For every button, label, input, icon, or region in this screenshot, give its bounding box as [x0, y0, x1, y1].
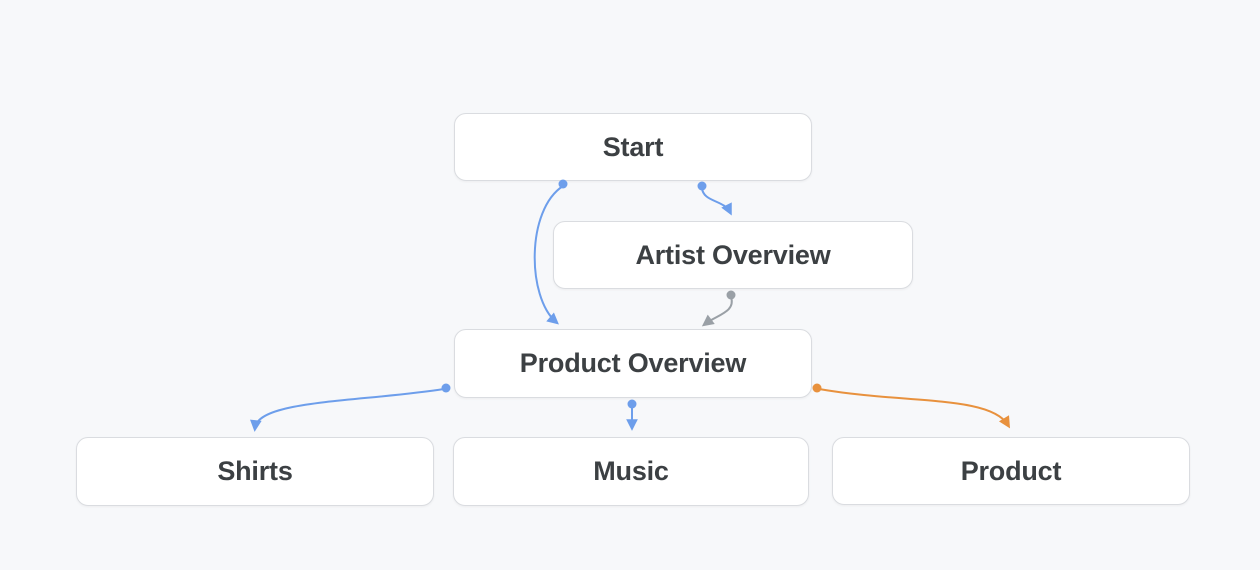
edge-source-handle-product-overview[interactable]: [627, 399, 637, 409]
node-shirts[interactable]: Shirts: [76, 437, 434, 506]
edge-source-handle-artist-overview[interactable]: [726, 290, 736, 300]
edge-start-to-product-overview[interactable]: [533, 185, 564, 325]
node-start[interactable]: Start: [454, 113, 812, 181]
edge-product-overview-to-product[interactable]: [818, 388, 1011, 429]
edge-product-overview-to-shirts[interactable]: [250, 388, 445, 432]
node-product-overview[interactable]: Product Overview: [454, 329, 812, 398]
edge-source-handle-start[interactable]: [558, 179, 568, 189]
edge-start-to-artist-overview[interactable]: [701, 187, 732, 216]
node-label: Shirts: [217, 456, 293, 486]
node-label: Start: [602, 131, 664, 162]
edge-artist-overview-to-product-overview[interactable]: [701, 296, 733, 327]
node-label: Product Overview: [519, 348, 747, 378]
node-music[interactable]: Music: [453, 437, 809, 506]
node-product[interactable]: Product: [832, 437, 1190, 505]
edge-source-handle-start[interactable]: [697, 181, 707, 191]
node-label: Product: [960, 455, 1062, 486]
node-label: Music: [593, 456, 669, 486]
node-label: Artist Overview: [635, 239, 831, 270]
edge-source-handle-product-overview[interactable]: [441, 383, 451, 393]
node-artist-overview[interactable]: Artist Overview: [553, 221, 913, 289]
edge-source-handle-product-overview[interactable]: [812, 383, 822, 393]
